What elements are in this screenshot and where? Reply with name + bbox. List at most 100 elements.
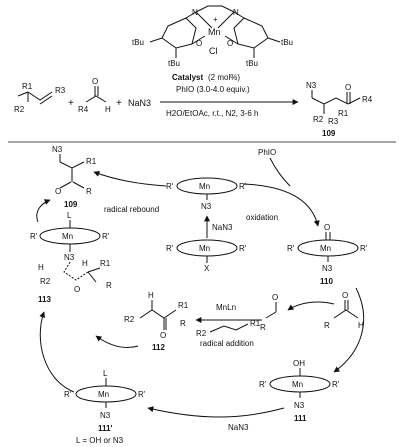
cycle-aldehyde-h: H [358,321,364,330]
product-r4: R4 [362,95,373,104]
catalytic-cycle: N3 R1 O R 109 Mn R' R' N3 Mn R' R' X NaN… [30,145,368,445]
mn-x-precatalyst [176,239,238,263]
mn-azide-mn: Mn [199,182,210,191]
product-n3: N3 [306,81,317,90]
hydroxo-n3: N3 [294,401,305,410]
int111p-number: 111' [98,424,112,433]
top-scheme: Mn + Cl N N O O tBu tBu tBu tBu R1 R2 R3… [14,5,373,138]
cycle-109-o: O [55,187,61,196]
int113-o: O [74,285,80,294]
int113-mn: Mn [62,232,73,241]
aldehyde-in-cycle [333,300,359,319]
alkene-reactant [17,91,53,105]
int112-r: R [180,319,186,328]
int113-r-left: R' [30,232,38,241]
acyl-o: O [272,293,278,302]
cycle-product-109 [59,154,85,189]
phio-feed-arrow [269,157,291,187]
hydroxo-mn: Mn [292,380,303,389]
mn-x-r-right: R' [239,244,247,253]
int113-r-right: R' [102,232,110,241]
acyl-r: R [260,323,266,332]
hydroxo-r-right: R' [332,380,340,389]
catalyst-tbu-4: tBu [246,59,258,68]
intermediate-113 [39,220,101,283]
catalyst-n-right: N [233,8,239,17]
catalyst-o-left: O [196,39,202,48]
hydroxo-number: 111 [294,414,307,423]
int113-l: L [67,211,72,220]
113-to-109-arrow [36,199,51,223]
product-r2: R2 [313,115,324,124]
int113-number: 113 [38,295,51,304]
catalyst-tbu-1: tBu [132,38,144,47]
intermediate-111prime [75,378,137,408]
plus-sign-2: + [116,98,122,109]
mnln-label: MnLn [216,303,236,312]
catalyst-n-left: N [192,8,198,17]
cycle-109-number: 109 [64,200,78,209]
aldehyde-to-radical-arrow [287,301,335,311]
int113-r2: R2 [40,277,51,286]
catalyst-structure [149,5,281,58]
cycle-alkene-r2: R2 [196,329,207,338]
radical-addition-label: radical addition [200,339,254,348]
aldehyde-reactant [85,86,107,103]
oxidation-label: oxidation [246,213,278,222]
int113-h2: H [82,259,88,268]
nan3-activation-label: NaN3 [212,223,233,232]
int113-r1: R1 [100,259,111,268]
catalyst-tbu-3: tBu [281,38,293,47]
product-r3: R3 [328,117,339,126]
alkene-in-cycle [209,323,249,333]
int113-h: H [38,263,44,272]
int111p-r-right: R' [138,390,146,399]
conditions-label: H2O/EtOAc, r.t., N2, 3-6 h [166,109,258,118]
product-r1: R1 [338,109,349,118]
product-o: O [345,83,351,92]
catalyst-plus-charge: + [213,15,218,24]
cycle-109-n3: N3 [52,145,63,154]
int112-r2: R2 [124,315,135,324]
int112-h: H [148,291,154,300]
oxo-mn: Mn [320,244,331,253]
catalyst-cl-atom: Cl [209,46,218,56]
oxo-number: 110 [320,277,333,286]
oxo-r-left: R' [287,244,295,253]
int113-r: R [106,281,112,290]
ligand-footnote: L = OH or N3 [76,436,124,445]
phio-label: PhIO [258,148,276,157]
int113-n3: N3 [64,253,75,262]
oxo-r-right: R' [360,244,368,253]
int112-o: O [160,331,166,340]
111-to-111p-arrow [147,406,285,418]
mn-x-x: X [204,264,210,273]
alkene-r3: R3 [55,86,66,95]
product-number: 109 [322,129,336,138]
cycle-aldehyde-o: O [342,291,348,300]
intermediate-112 [139,300,177,330]
oxidant-label: PhIO (3.0-4.0 equiv.) [176,85,250,94]
sodium-azide-reagent: NaN3 [128,98,151,108]
mn-azide-r-left: R' [166,182,174,191]
catalyst-loading: (2 mol%) [208,73,240,82]
aldehyde-r4: R4 [78,105,89,114]
plus-sign-1: + [68,98,74,109]
int111p-r-left: R' [64,390,72,399]
catalyst-label: Catalyst [172,73,203,82]
int111p-mn: Mn [98,390,109,399]
oxo-o: O [324,223,330,232]
cycle-aldehyde-r: R [324,321,330,330]
product-109-structure [311,90,361,114]
hydroxo-oh: OH [293,359,305,368]
alkene-r2: R2 [14,105,25,114]
catalyst-o-right: O [227,39,233,48]
catalyst-mn-atom: Mn [208,27,221,37]
mn-azide-r-right: R' [239,182,247,191]
int111p-n3: N3 [100,411,111,420]
cycle-109-r: R [86,187,92,196]
oxidation-arrow [243,183,320,227]
int111p-l: L [103,369,108,378]
mn-hydroxo-111 [269,368,331,398]
